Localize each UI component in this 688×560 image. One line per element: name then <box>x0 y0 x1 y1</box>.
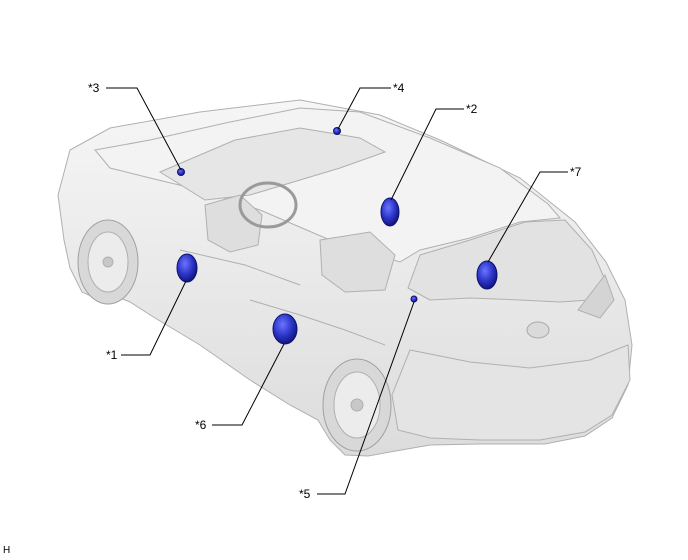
component-2 <box>380 197 400 227</box>
leader-line-5 <box>317 301 415 495</box>
callout-labels: *1 *2 *3 *4 *5 *6 *7 <box>88 81 582 501</box>
car-front-wheel <box>77 219 139 305</box>
car-illustration <box>57 99 633 457</box>
callout-label-7: *7 <box>570 165 582 179</box>
component-3 <box>177 168 185 176</box>
callout-label-4: *4 <box>393 81 405 95</box>
car-rear-light <box>577 273 615 319</box>
car-seat-rear <box>319 231 396 293</box>
leader-line-7 <box>487 171 568 263</box>
callout-label-3: *3 <box>88 81 100 95</box>
component-7 <box>476 260 498 290</box>
car-seat-front <box>204 194 263 253</box>
component-6 <box>272 313 298 345</box>
leader-lines <box>106 87 568 495</box>
car-emblem <box>526 321 550 339</box>
leader-line-2 <box>390 108 464 201</box>
callout-label-5: *5 <box>299 487 311 501</box>
callout-label-2: *2 <box>466 102 478 116</box>
component-5 <box>410 295 418 303</box>
component-4 <box>333 127 341 135</box>
callout-label-1: *1 <box>106 348 118 362</box>
car-rear-wheel <box>322 358 392 452</box>
component-1 <box>176 253 198 283</box>
leader-line-6 <box>212 343 285 426</box>
components <box>176 127 498 345</box>
figure-code: H <box>3 545 11 556</box>
leader-line-4 <box>337 87 391 130</box>
leader-line-1 <box>121 280 187 356</box>
leader-line-3 <box>106 87 182 171</box>
car-steering-wheel <box>238 181 298 229</box>
car-windshield <box>158 127 387 201</box>
callout-label-6: *6 <box>195 418 207 432</box>
car-door-line <box>179 249 386 346</box>
car-rear-bumper <box>391 344 631 441</box>
